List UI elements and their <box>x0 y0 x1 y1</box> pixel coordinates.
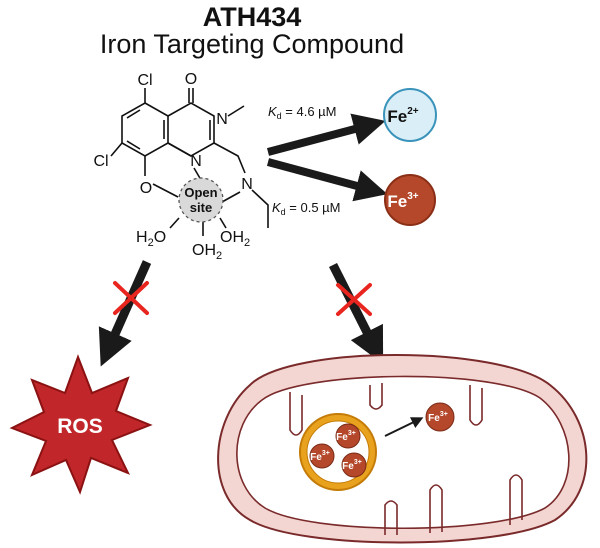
diagram-title: ATH434 <box>203 2 302 32</box>
pyrimidinone-ring <box>167 102 215 157</box>
mito-block-cross <box>336 283 372 316</box>
fe3-ion-label: Fe3+ <box>387 191 418 211</box>
ath434-molecule <box>110 88 269 236</box>
benzene-ring <box>121 102 169 157</box>
free-iron-ion <box>425 402 455 432</box>
n-amine-label: N <box>241 176 253 193</box>
open-site-label-line2: site <box>190 200 212 215</box>
ferritin-iron-cluster: Fe3+ Fe3+ Fe3+ <box>309 423 367 478</box>
fe3-kd-label: Kd = 0.5 µM <box>272 200 341 217</box>
mitochondrion-inner-membrane <box>236 375 570 530</box>
svg-text:Fe3+: Fe3+ <box>336 430 356 443</box>
ros-blocked-arrow <box>98 260 152 367</box>
diagram-subtitle: Iron Targeting Compound <box>100 29 404 59</box>
mito-blocked-arrow <box>328 262 384 365</box>
open-site-label-line1: Open <box>184 185 217 200</box>
mitochondrion <box>217 354 588 544</box>
ros-starburst <box>9 354 153 495</box>
carbonyl-oxygen-label: O <box>185 71 197 88</box>
water-right: OH2 <box>220 229 250 249</box>
ros-label: ROS <box>57 415 103 438</box>
svg-text:Fe3+: Fe3+ <box>342 459 362 472</box>
open-site-circle <box>178 177 224 223</box>
fe2-ion-label: Fe2+ <box>387 106 418 126</box>
fe2-kd-label: Kd = 4.6 µM <box>268 104 337 121</box>
fe3-binding-arrow <box>266 158 388 202</box>
svg-text:Fe3+: Fe3+ <box>310 450 330 463</box>
fe2-binding-arrow <box>266 113 386 156</box>
n-ring-label: N <box>190 153 202 170</box>
fe3-ion <box>384 174 436 226</box>
chlorine-top-label: Cl <box>137 72 152 89</box>
water-left: H2O <box>136 229 166 249</box>
chlorine-left-label: Cl <box>93 153 108 170</box>
water-bottom: OH2 <box>192 242 222 262</box>
fe2-ion <box>383 88 437 142</box>
free-iron-ion-label: Fe3+ <box>428 411 448 424</box>
iron-release-arrow <box>384 417 424 437</box>
ros-block-cross <box>113 281 149 315</box>
phenol-oxygen-label: O <box>140 180 152 197</box>
n-methyl-label: N <box>216 111 228 128</box>
